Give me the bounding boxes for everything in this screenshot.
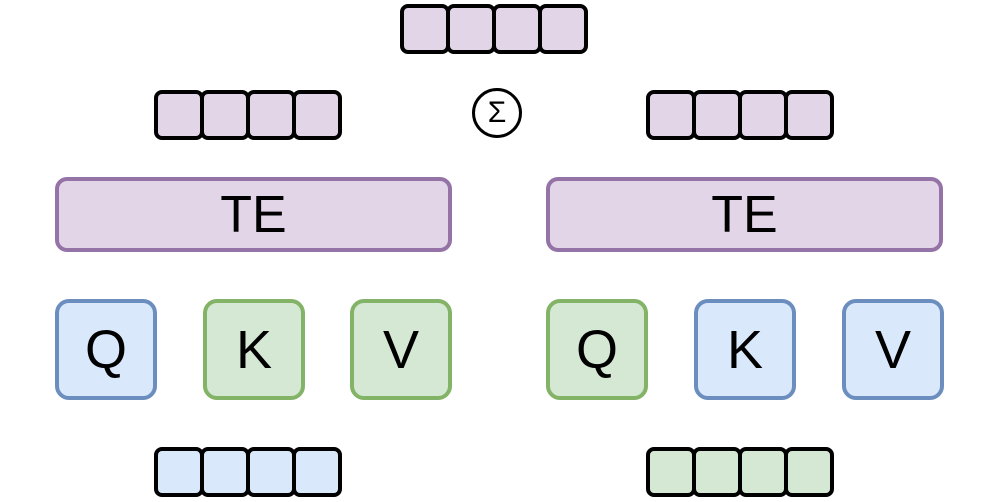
right-output-vector <box>646 90 834 140</box>
top-output-vector <box>400 4 588 54</box>
right-k-box: K <box>694 299 796 400</box>
vector-cell <box>292 90 342 140</box>
left-v-box: V <box>350 299 452 400</box>
vector-cell <box>738 90 788 140</box>
left-q-box: Q <box>55 299 157 400</box>
left-te-block: TE <box>55 177 452 252</box>
right-te-block: TE <box>546 177 943 252</box>
vector-cell <box>292 447 342 497</box>
vector-cell <box>538 4 588 54</box>
vector-cell <box>692 447 742 497</box>
right-q-box: Q <box>546 299 648 400</box>
left-input-vector <box>154 447 342 497</box>
vector-cell <box>692 90 742 140</box>
vector-cell <box>400 4 450 54</box>
right-v-box: V <box>842 299 944 400</box>
vector-cell <box>154 90 204 140</box>
vector-cell <box>492 4 542 54</box>
vector-cell <box>646 90 696 140</box>
left-k-box: K <box>203 299 305 400</box>
vector-cell <box>646 447 696 497</box>
right-input-vector <box>646 447 834 497</box>
left-output-vector <box>154 90 342 140</box>
vector-cell <box>154 447 204 497</box>
vector-cell <box>784 90 834 140</box>
sum-operator-icon: Σ <box>472 88 522 138</box>
vector-cell <box>246 90 296 140</box>
vector-cell <box>200 90 250 140</box>
vector-cell <box>784 447 834 497</box>
vector-cell <box>246 447 296 497</box>
vector-cell <box>738 447 788 497</box>
vector-cell <box>200 447 250 497</box>
vector-cell <box>446 4 496 54</box>
